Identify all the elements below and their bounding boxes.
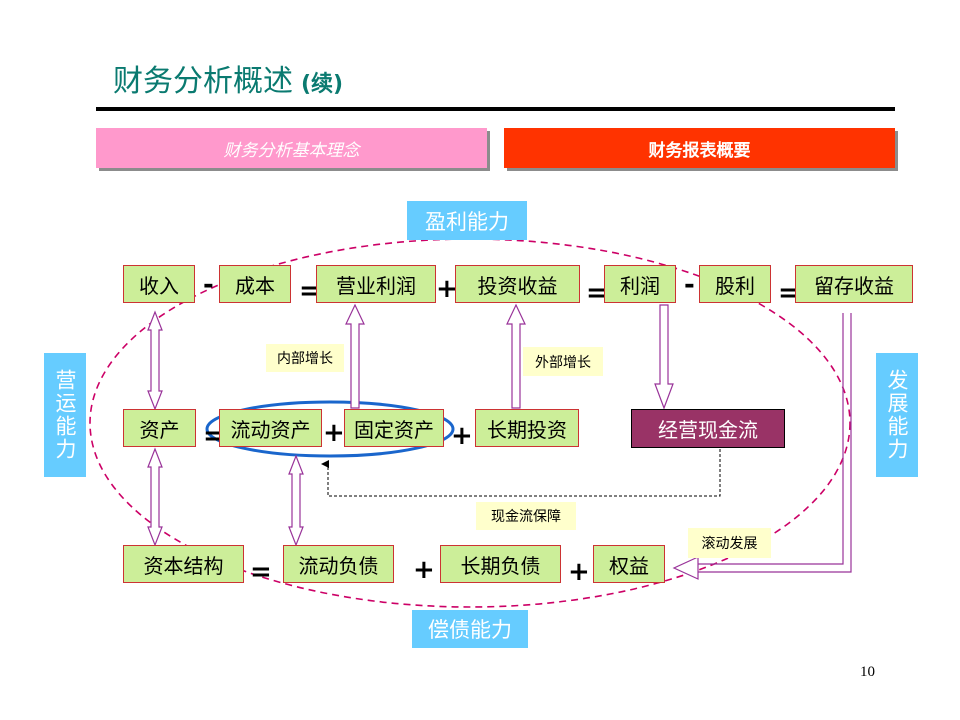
note-rolling-development: 滚动发展 xyxy=(688,528,771,558)
arrow-internal-growth xyxy=(345,303,365,409)
arrow-external-growth xyxy=(506,303,526,409)
box-profit: 利润 xyxy=(604,265,676,303)
arrow-retained-equity xyxy=(672,313,852,580)
page-number: 10 xyxy=(860,664,875,680)
note-internal-growth: 内部增长 xyxy=(266,344,344,372)
double-arrow-revenue-assets xyxy=(147,310,163,411)
tab-basic-concepts[interactable]: 财务分析基本理念 xyxy=(96,128,487,168)
page-title-suffix: (续) xyxy=(301,72,344,97)
box-capital-structure: 资本结构 xyxy=(123,545,244,583)
box-long-term-investment: 长期投资 xyxy=(475,409,579,447)
box-cost: 成本 xyxy=(219,265,291,303)
box-long-term-liabilities: 长期负债 xyxy=(440,545,561,583)
title-divider xyxy=(96,107,895,111)
note-external-growth: 外部增长 xyxy=(523,347,603,376)
operator-minus-2: - xyxy=(684,270,695,300)
box-dividend: 股利 xyxy=(699,265,771,303)
operating-capacity-label: 营运能力 xyxy=(44,353,86,477)
box-investment-income: 投资收益 xyxy=(455,265,580,303)
box-current-liabilities: 流动负债 xyxy=(283,545,394,583)
operator-plus-4: + xyxy=(413,555,435,585)
page-title-text: 财务分析概述 xyxy=(113,64,293,99)
box-current-assets: 流动资产 xyxy=(219,409,322,447)
highlight-ellipse xyxy=(205,400,455,458)
operator-minus-1: - xyxy=(203,270,214,300)
box-operating-cash-flow: 经营现金流 xyxy=(631,409,785,448)
box-assets: 资产 xyxy=(123,409,196,447)
solvency-label: 偿债能力 xyxy=(412,610,528,648)
box-revenue: 收入 xyxy=(123,265,195,303)
operator-plus-5: + xyxy=(568,557,590,587)
operator-equals-2: = xyxy=(586,278,608,308)
operator-equals-1: = xyxy=(299,276,321,306)
operator-plus-3: + xyxy=(451,421,473,451)
cash-flow-guarantee-line xyxy=(321,449,721,497)
box-retained-earnings: 留存收益 xyxy=(795,265,913,303)
operator-plus-2: + xyxy=(323,418,345,448)
note-cash-flow-guarantee: 现金流保障 xyxy=(476,502,576,530)
page-title: 财务分析概述 (续) xyxy=(113,56,343,100)
double-arrow-assets-capital xyxy=(147,447,163,547)
operator-plus-1: + xyxy=(436,274,458,304)
profitability-label: 盈利能力 xyxy=(407,201,527,240)
box-equity: 权益 xyxy=(593,545,665,583)
arrow-profit-cashflow xyxy=(654,304,674,410)
operator-equals-3: = xyxy=(778,278,800,308)
double-arrow-current xyxy=(288,454,304,547)
tab-financial-statements-overview[interactable]: 财务报表概要 xyxy=(504,128,895,168)
box-operating-profit: 营业利润 xyxy=(316,265,436,303)
box-fixed-assets: 固定资产 xyxy=(344,409,444,447)
operator-equals-5: = xyxy=(250,557,272,587)
development-capacity-label: 发展能力 xyxy=(876,353,918,477)
